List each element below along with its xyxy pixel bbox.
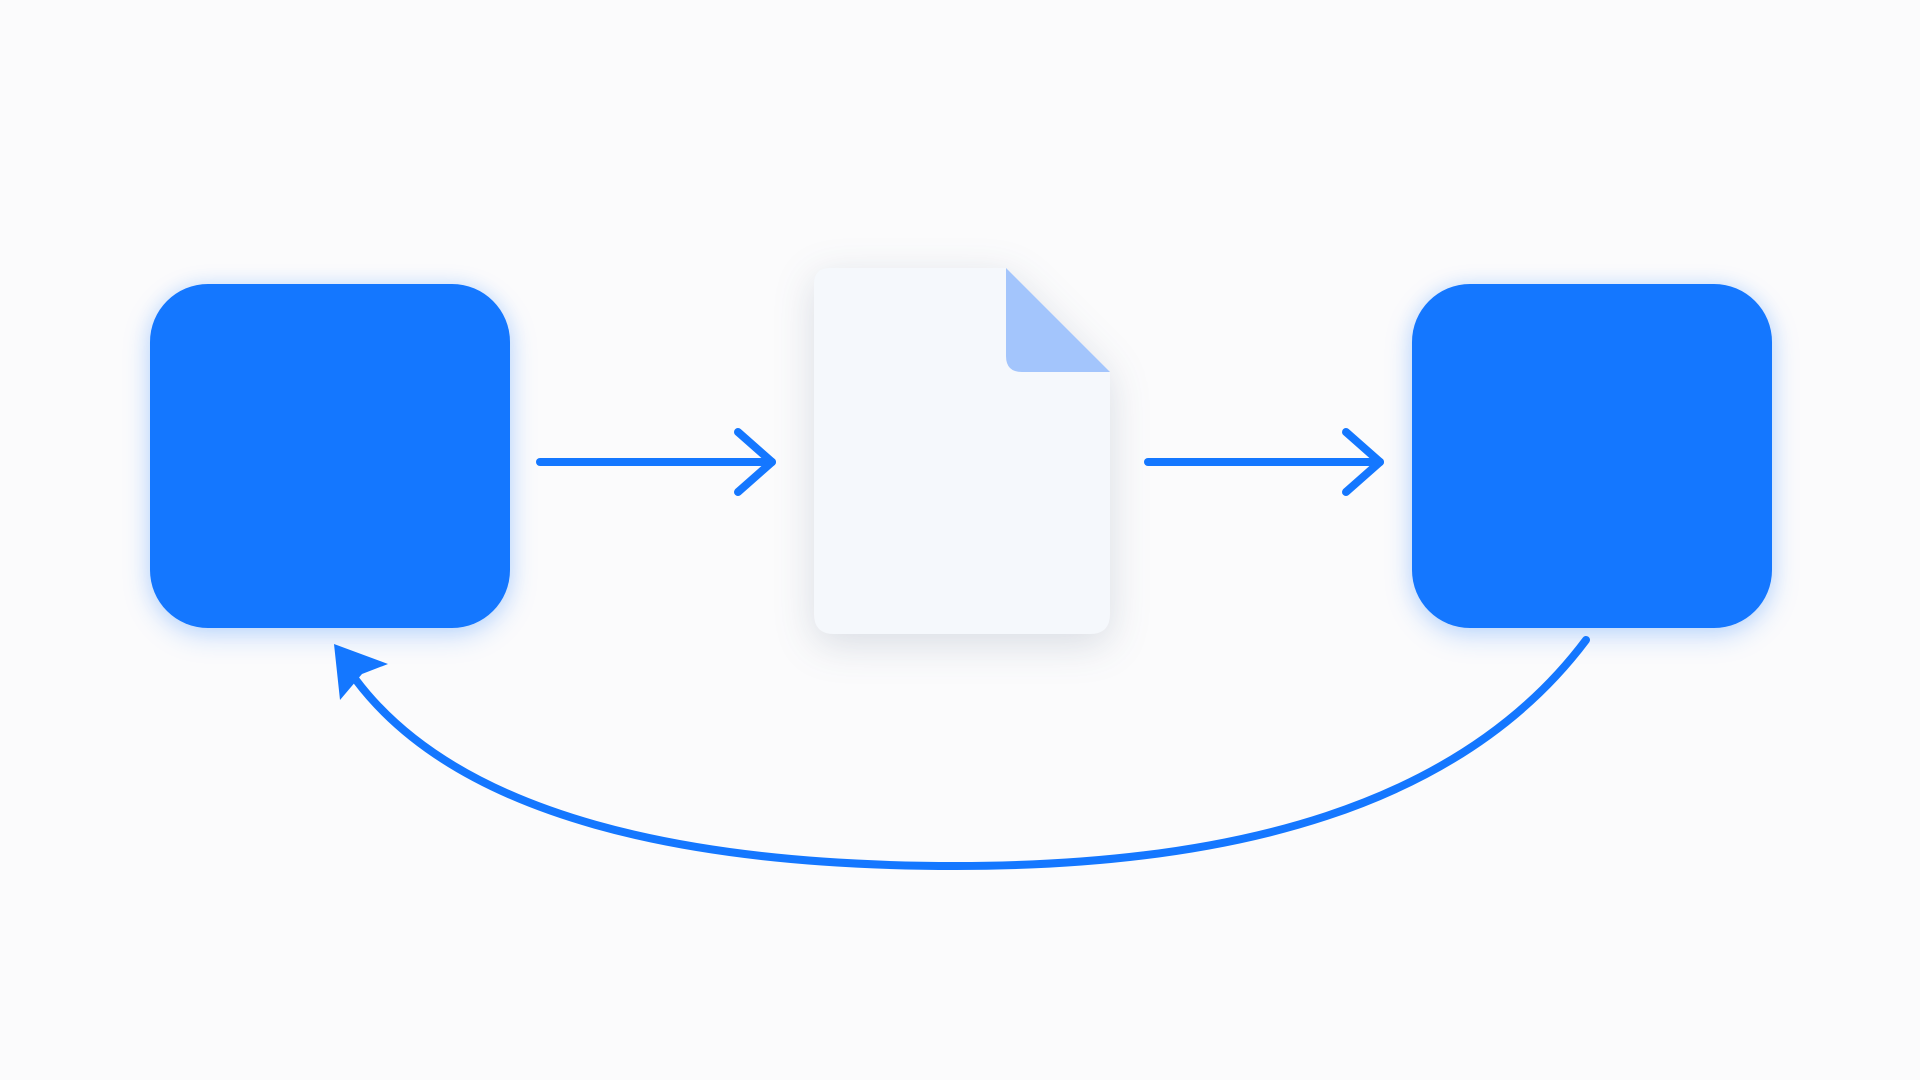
arrow-left-to-document [536, 428, 776, 496]
arrow-document-to-right [1144, 428, 1384, 496]
return-arrow-curve [352, 636, 1590, 871]
right-blue-square-node [1412, 284, 1772, 628]
document-icon [814, 268, 1110, 634]
return-arrowhead [334, 644, 388, 700]
return-arrow-right-to-left [334, 636, 1590, 871]
document-fold [1006, 268, 1110, 372]
left-blue-square-node [150, 284, 510, 628]
